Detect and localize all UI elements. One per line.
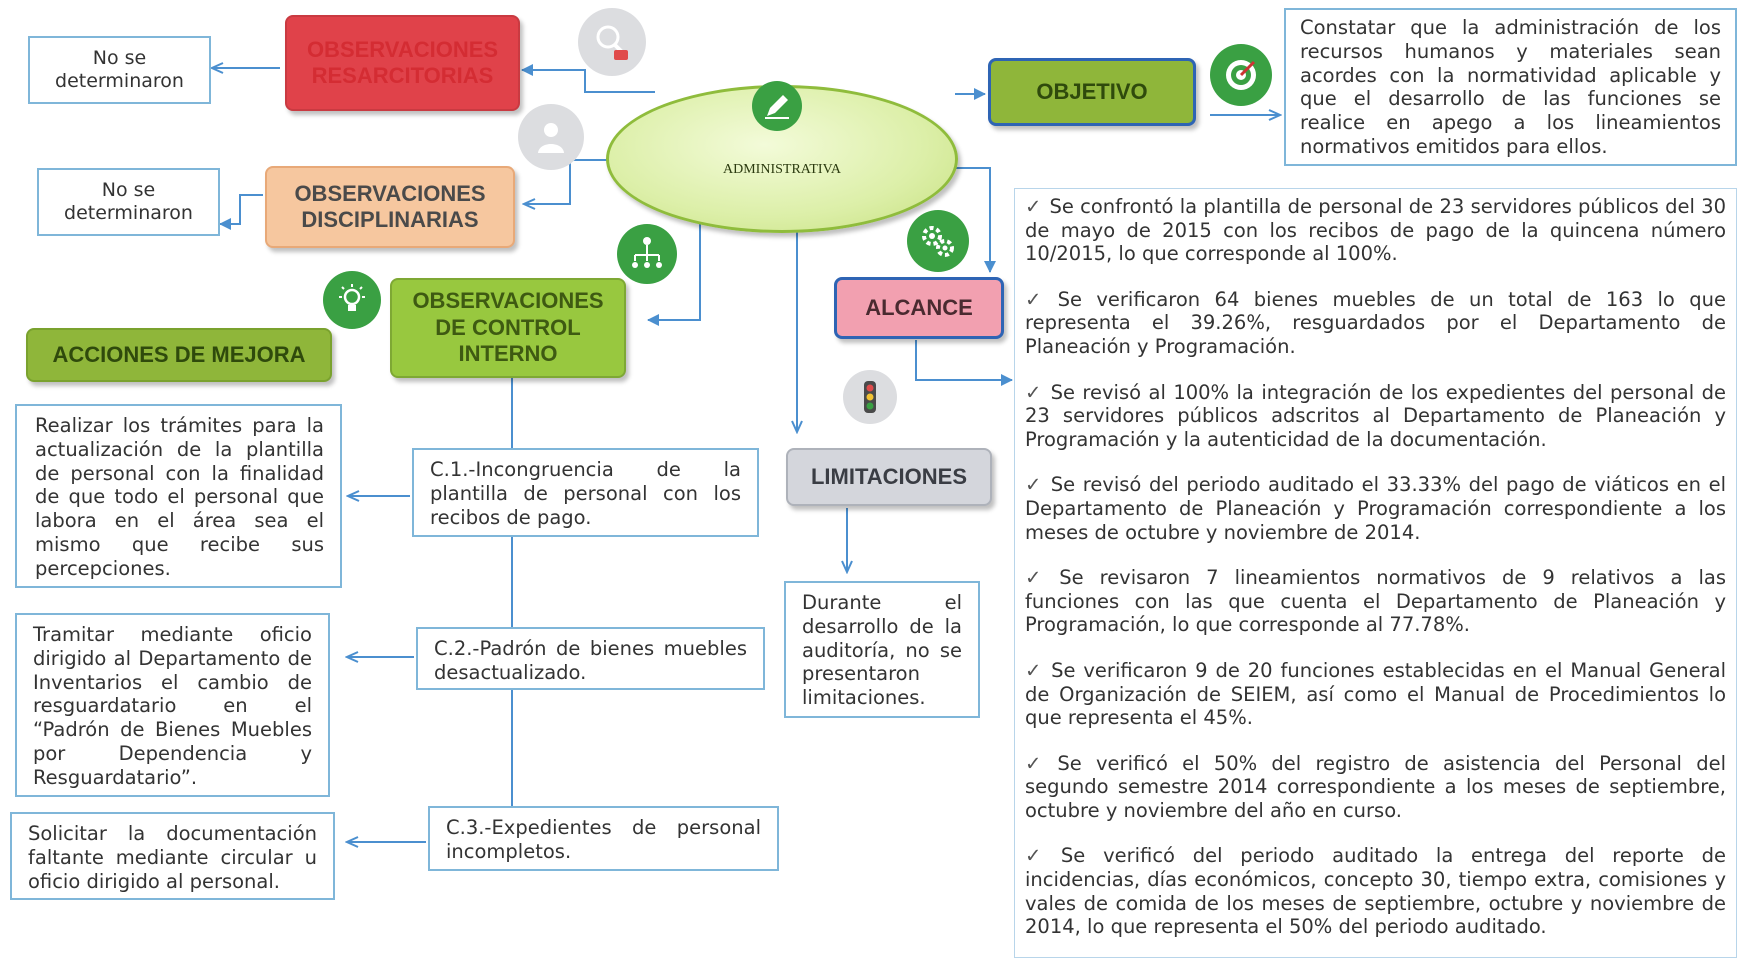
observaciones-control-interno-node: OBSERVACIONES DE CONTROL INTERNO — [390, 278, 626, 378]
objetivo-text-box: Constatar que la administración de los r… — [1284, 8, 1737, 166]
accion-box-3: Solicitar la documentación faltante medi… — [10, 812, 335, 900]
finding-text-c1: C.1.-Incongruencia de la plantilla de pe… — [430, 458, 741, 529]
resarcitorias-label-2: RESARCITORIAS — [311, 63, 494, 88]
accion-box-2: Tramitar mediante oficio dirigido al Dep… — [15, 613, 330, 797]
center-label: ADMINISTRATIVA — [723, 162, 841, 177]
check-icon: ✓ — [1025, 751, 1050, 775]
check-icon: ✓ — [1025, 195, 1042, 218]
resarcitorias-result-text: No se determinaron — [55, 46, 184, 92]
check-icon: ✓ — [1025, 473, 1043, 497]
control-interno-label-1: OBSERVACIONES — [412, 288, 604, 314]
finding-box-c3: C.3.-Expedientes de personal incompletos… — [428, 806, 779, 871]
target-icon — [1210, 44, 1272, 106]
person-icon — [518, 104, 584, 170]
alcance-item-text: Se verificaron 64 bienes muebles de un t… — [1025, 287, 1726, 358]
alcance-node: ALCANCE — [834, 277, 1004, 339]
alcance-item: ✓Se verificaron 64 bienes muebles de un … — [1025, 288, 1726, 359]
alcance-item: ✓Se revisó al 100% la integración de los… — [1025, 381, 1726, 452]
accion-text-3: Solicitar la documentación faltante medi… — [28, 822, 317, 893]
acciones-de-mejora-node: ACCIONES DE MEJORA — [26, 328, 332, 382]
check-icon: ✓ — [1025, 844, 1053, 868]
limitaciones-node: LIMITACIONES — [786, 448, 992, 506]
check-icon: ✓ — [1025, 566, 1052, 590]
disciplinarias-label-2: DISCIPLINARIAS — [301, 207, 479, 232]
accion-box-1: Realizar los trámites para la actualizac… — [15, 404, 342, 588]
limitaciones-label: LIMITACIONES — [810, 463, 968, 489]
resarcitorias-label-1: OBSERVACIONES — [306, 36, 499, 62]
alcance-items-box: ✓Se confrontó la plantilla de personal d… — [1014, 188, 1737, 958]
alcance-item: ✓Se verificó del periodo auditado la ent… — [1025, 844, 1726, 938]
alcance-item-text: Se revisó al 100% la integración de los … — [1025, 380, 1726, 451]
observaciones-resarcitorias-node: OBSERVACIONES RESARCITORIAS — [285, 15, 520, 111]
alcance-item: ✓Se confrontó la plantilla de personal d… — [1025, 195, 1726, 266]
accion-text-1: Realizar los trámites para la actualizac… — [35, 414, 324, 580]
disciplinarias-result-box: No se determinaron — [37, 168, 220, 236]
accion-text-2: Tramitar mediante oficio dirigido al Dep… — [33, 623, 312, 789]
limitaciones-text-box: Durante el desarrollo de la auditoría, n… — [784, 581, 980, 718]
objetivo-text: Constatar que la administración de los r… — [1300, 16, 1721, 158]
finding-box-c1: C.1.-Incongruencia de la plantilla de pe… — [412, 448, 759, 537]
resarcitorias-result-box: No se determinaron — [28, 36, 211, 104]
alcance-item: ✓Se revisaron 7 lineamientos normativos … — [1025, 566, 1726, 637]
lightbulb-icon — [323, 271, 381, 329]
alcance-item-text: Se verificó el 50% del registro de asist… — [1025, 751, 1726, 822]
alcance-item-text: Se verificaron 9 de 20 funciones estable… — [1025, 658, 1726, 730]
objetivo-label: OBJETIVO — [1036, 78, 1148, 104]
org-chart-icon — [617, 224, 677, 284]
gears-icon — [907, 210, 969, 272]
finding-text-c3: C.3.-Expedientes de personal incompletos… — [446, 816, 761, 863]
check-icon: ✓ — [1025, 658, 1044, 682]
observaciones-disciplinarias-node: OBSERVACIONES DISCIPLINARIAS — [265, 166, 515, 248]
alcance-item-text: Se confrontó la plantilla de personal de… — [1025, 195, 1726, 266]
control-interno-label-3: INTERNO — [458, 341, 558, 367]
alcance-item-text: Se verificó del periodo auditado la entr… — [1025, 844, 1727, 939]
disciplinarias-label-1: OBSERVACIONES — [294, 180, 486, 206]
check-icon: ✓ — [1025, 380, 1043, 404]
check-icon: ✓ — [1025, 287, 1050, 311]
alcance-item-text: Se revisaron 7 lineamientos normativos d… — [1025, 566, 1727, 637]
limitaciones-text: Durante el desarrollo de la auditoría, n… — [802, 591, 962, 710]
alcance-item: ✓Se verificaron 9 de 20 funciones establ… — [1025, 659, 1726, 730]
pen-icon — [752, 81, 802, 131]
magnifier-icon — [578, 8, 646, 76]
traffic-light-icon — [843, 370, 897, 424]
objetivo-node: OBJETIVO — [988, 58, 1196, 126]
finding-text-c2: C.2.-Padrón de bienes muebles desactuali… — [434, 637, 747, 684]
disciplinarias-result-text: No se determinaron — [64, 178, 193, 224]
finding-box-c2: C.2.-Padrón de bienes muebles desactuali… — [416, 627, 765, 690]
alcance-label: ALCANCE — [865, 294, 973, 320]
alcance-item-text: Se revisó del periodo auditado el 33.33%… — [1025, 473, 1726, 544]
control-interno-label-2: DE CONTROL — [435, 314, 581, 340]
acciones-de-mejora-label: ACCIONES DE MEJORA — [52, 341, 306, 367]
alcance-item: ✓Se verificó el 50% del registro de asis… — [1025, 752, 1726, 823]
alcance-item: ✓Se revisó del periodo auditado el 33.33… — [1025, 473, 1726, 544]
